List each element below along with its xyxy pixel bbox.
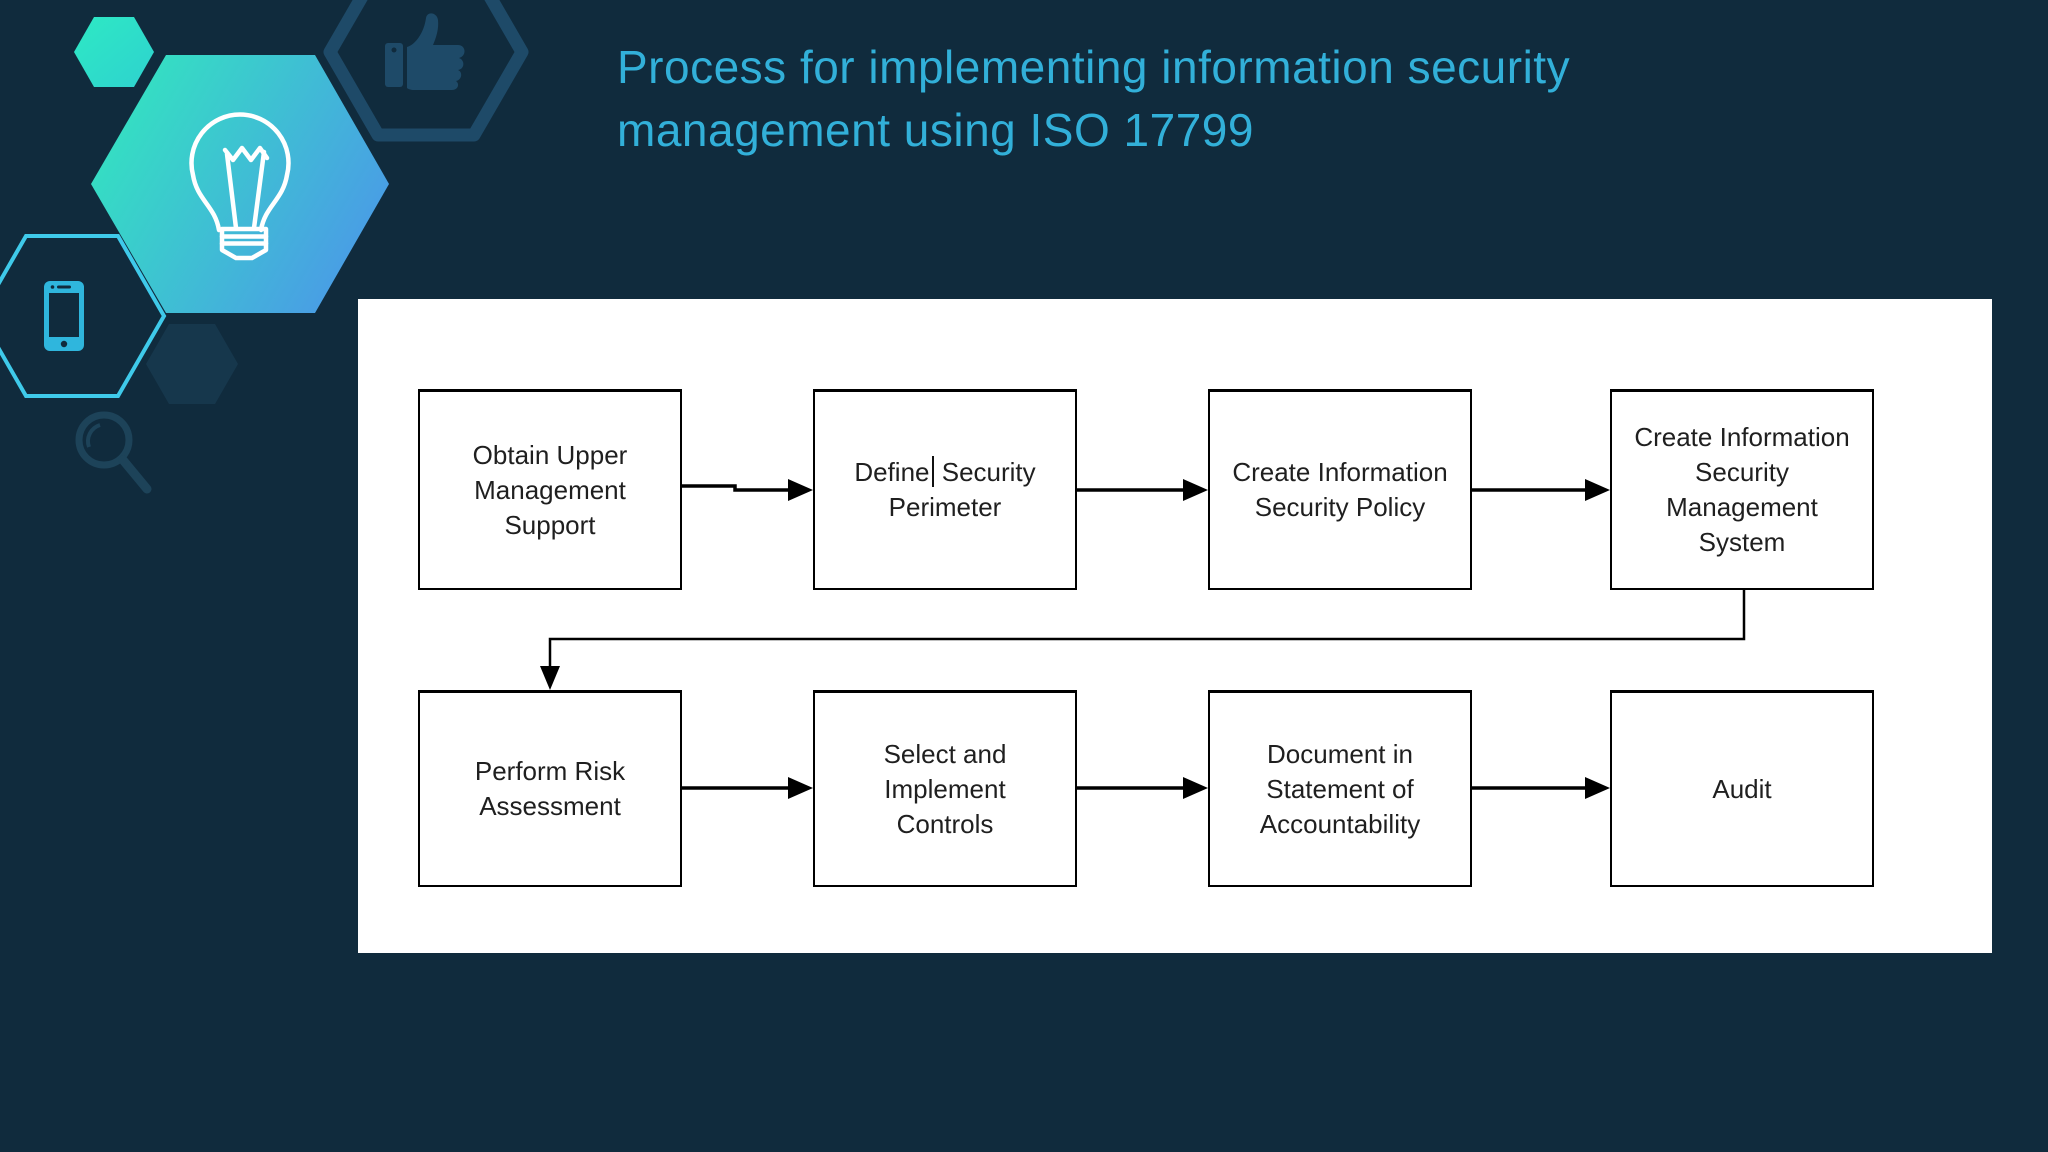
flow-box-obtain-upper-management-support[interactable]: Obtain Upper Management Support	[418, 389, 682, 590]
flow-box-audit[interactable]: Audit	[1610, 690, 1874, 887]
lightbulb-icon	[189, 112, 291, 261]
box-label-after-caret: Security Perimeter	[888, 457, 1036, 522]
text-caret	[931, 456, 934, 487]
flow-box-perform-risk-assessment[interactable]: Perform Risk Assessment	[418, 690, 682, 887]
magnifier-icon	[75, 411, 152, 494]
arrowhead-icon	[788, 479, 813, 501]
box-label-before-caret: Define	[854, 457, 930, 487]
arrowhead-icon	[1183, 479, 1208, 501]
box-label: Obtain Upper Management Support	[472, 439, 628, 540]
thumbs-up-icon	[385, 13, 465, 90]
box-label: Audit	[1712, 773, 1772, 804]
arrowhead-icon	[1585, 777, 1610, 799]
arrowhead-icon	[788, 777, 813, 799]
flowchart-panel: Obtain Upper Management Support Define S…	[358, 299, 1992, 953]
box-label: Define Security Perimeter	[848, 455, 1041, 525]
decorative-hexagon-cluster	[0, 0, 529, 494]
smartphone-icon	[44, 281, 84, 351]
arrow-line-1	[682, 484, 788, 492]
slide-title: Process for implementing information sec…	[617, 41, 1571, 156]
hexagon-outline-dark	[323, 0, 529, 142]
hexagon-teal-small	[74, 17, 154, 87]
box-label: Perform Risk Assessment	[474, 756, 626, 821]
flow-connector-arrows	[540, 479, 1746, 799]
arrow-line-row-wrap	[548, 590, 1746, 667]
flow-box-select-implement-controls[interactable]: Select and Implement Controls	[813, 690, 1077, 887]
hexagon-outline-cyan	[0, 234, 167, 398]
flow-box-create-information-security-policy[interactable]: Create Information Security Policy	[1208, 389, 1472, 590]
flow-box-create-isms[interactable]: Create Information Security Management S…	[1610, 389, 1874, 590]
hexagon-gradient-large	[91, 55, 389, 313]
arrowhead-icon	[1183, 777, 1208, 799]
flow-box-define-security-perimeter[interactable]: Define Security Perimeter	[813, 389, 1077, 590]
hexagon-dark-small	[146, 324, 238, 404]
arrowhead-icon	[1585, 479, 1610, 501]
arrowhead-icon	[540, 666, 560, 690]
box-label: Document in Statement of Accountability	[1259, 738, 1421, 839]
box-label: Create Information Security Policy	[1232, 457, 1448, 522]
flow-box-document-statement-accountability[interactable]: Document in Statement of Accountability	[1208, 690, 1472, 887]
box-label: Create Information Security Management S…	[1634, 422, 1850, 557]
box-label: Select and Implement Controls	[883, 738, 1007, 839]
